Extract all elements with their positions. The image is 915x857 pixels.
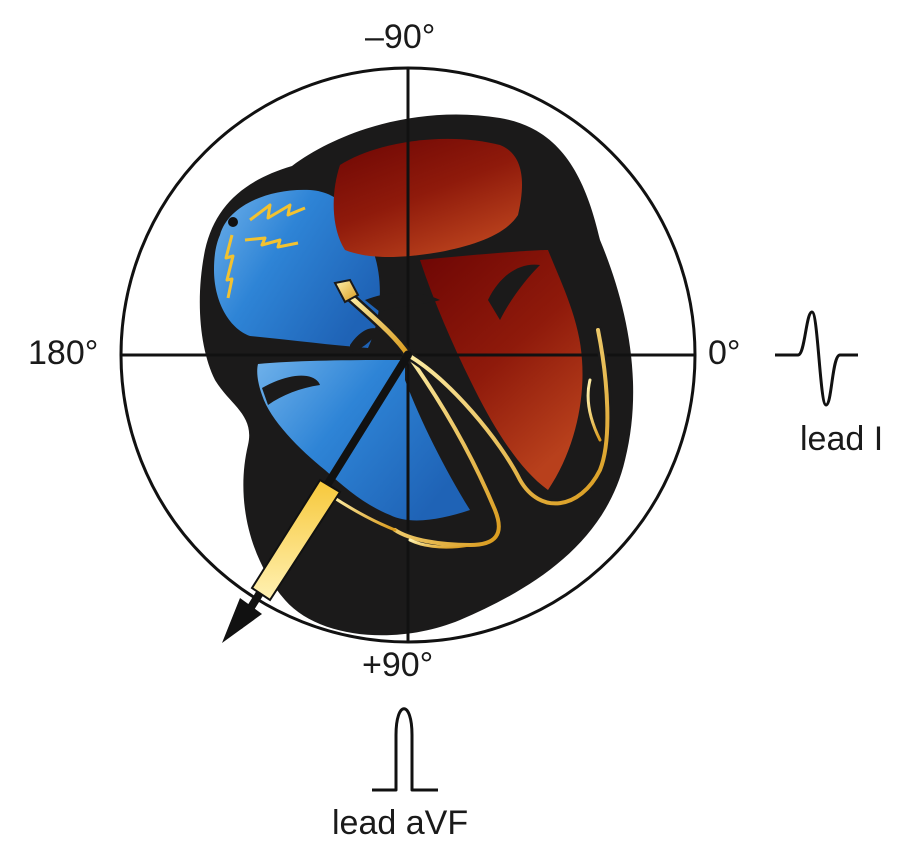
lead-avf-label: lead aVF	[332, 804, 469, 842]
lead-avf-waveform	[372, 707, 438, 792]
sa-node-icon	[228, 217, 238, 227]
av-node-icon	[333, 278, 360, 304]
septum-notch	[350, 328, 380, 352]
axis-label-right: 0°	[708, 334, 741, 372]
pulmonary-vessel	[365, 292, 440, 312]
lead-i-label: lead I	[800, 420, 884, 458]
left-ventricle	[420, 250, 583, 490]
valve-flap	[488, 264, 540, 320]
left-atrium	[333, 138, 523, 257]
electrical-spark-icon	[224, 203, 306, 299]
right-ventricle	[257, 360, 470, 521]
axis-label-bottom: +90°	[362, 646, 434, 684]
papillary-muscle	[262, 375, 320, 405]
axis-label-left: 180°	[28, 334, 99, 372]
axis-label-top: –90°	[365, 18, 436, 56]
mean-axis-arrow-icon	[222, 351, 412, 643]
lead-i-waveform	[775, 310, 858, 407]
